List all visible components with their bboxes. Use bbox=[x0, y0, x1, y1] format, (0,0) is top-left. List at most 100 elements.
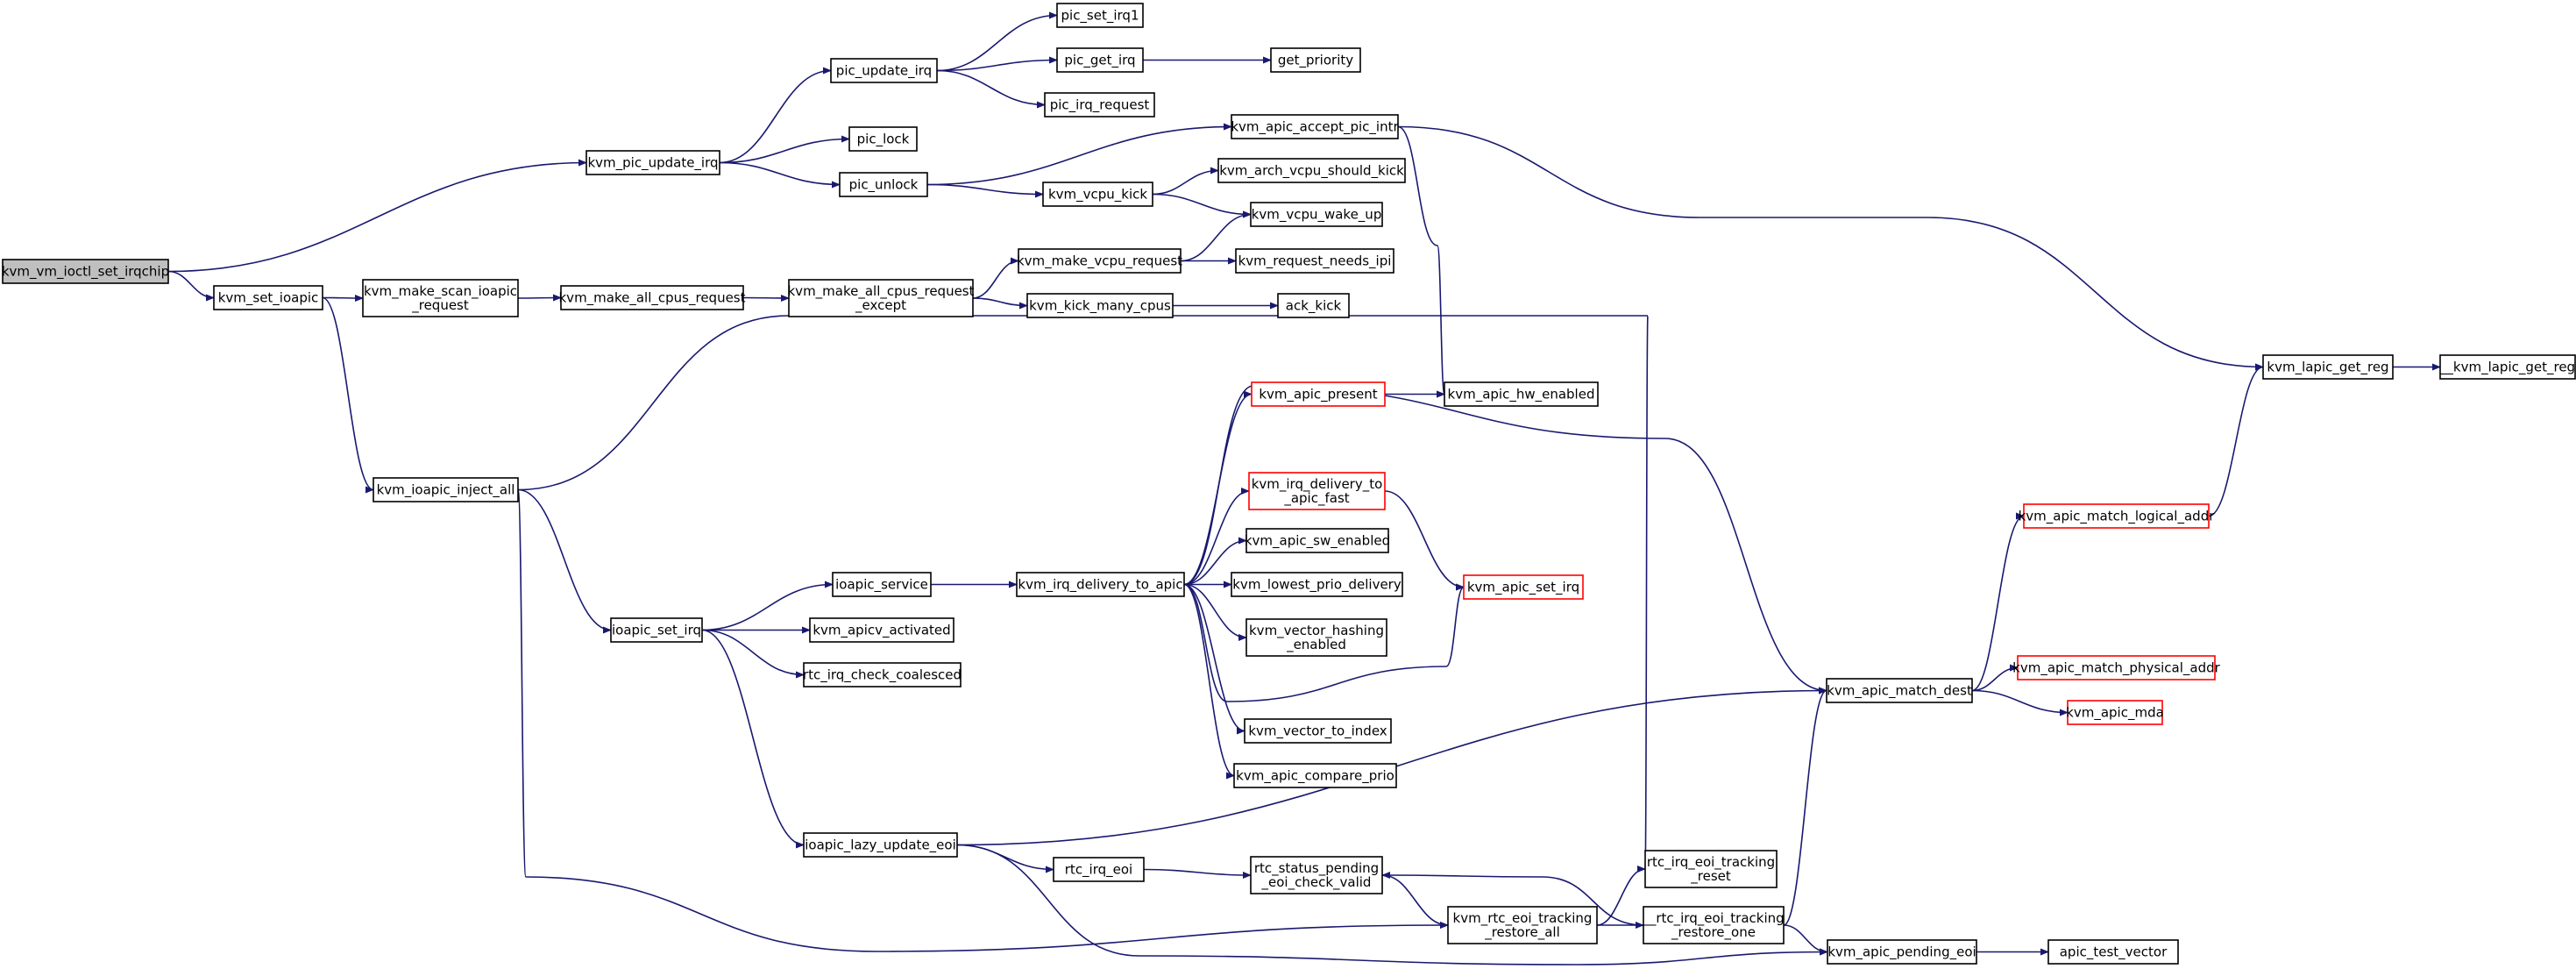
node-box bbox=[1245, 528, 1389, 553]
node-label: ack_kick bbox=[1286, 298, 1342, 315]
node-box bbox=[848, 126, 918, 152]
node-kvm_vcpu_wake_up[interactable]: kvm_vcpu_wake_up bbox=[1250, 202, 1383, 227]
node-label: pic_irq_request bbox=[1050, 97, 1150, 114]
node-__kvm_lapic_get_reg[interactable]: __kvm_lapic_get_reg bbox=[2439, 354, 2576, 380]
node-box bbox=[830, 58, 938, 83]
node-box bbox=[560, 285, 744, 310]
node-kvm_kick_many_cpus[interactable]: kvm_kick_many_cpus bbox=[1026, 293, 1174, 318]
edge-ioapic_set_irq-to-ioapic_service bbox=[701, 581, 834, 631]
node-__rtc_irq_eoi_tracking_restore_one[interactable]: __rtc_irq_eoi_tracking_restore_one bbox=[1642, 906, 1785, 944]
node-pic_get_irq[interactable]: pic_get_irq bbox=[1056, 47, 1144, 73]
node-label: rtc_irq_check_coalesced bbox=[803, 667, 962, 684]
edge-pic_update_irq-to-pic_get_irq bbox=[936, 56, 1058, 72]
node-box bbox=[1217, 158, 1406, 183]
edge-kvm_set_ioapic-to-kvm_ioapic_inject_all bbox=[322, 296, 374, 494]
node-kvm_apic_match_logical_addr[interactable]: kvm_apic_match_logical_addr bbox=[2019, 503, 2216, 529]
node-box bbox=[1042, 182, 1153, 207]
edge-ioapic_set_irq-to-ioapic_lazy_update_eoi bbox=[701, 629, 805, 849]
node-rtc_status_pending_eoi_check_valid[interactable]: rtc_status_pending_eoi_check_valid bbox=[1250, 856, 1383, 894]
edge-kvm_apic_accept_pic_intr-to-kvm_lapic_get_reg bbox=[1397, 125, 2264, 371]
node-kvm_make_vcpu_request[interactable]: kvm_make_vcpu_request bbox=[1017, 248, 1182, 274]
node-kvm_lapic_get_reg[interactable]: kvm_lapic_get_reg bbox=[2262, 354, 2394, 380]
edge-kvm_apic_match_dest-to-kvm_apic_mda bbox=[1971, 689, 2069, 716]
node-kvm_apic_set_irq[interactable]: kvm_apic_set_irq bbox=[1463, 574, 1584, 600]
edge-kvm_make_all_cpus_request-to-kvm_make_all_cpus_request_except bbox=[742, 294, 790, 302]
node-label: kvm_arch_vcpu_should_kick bbox=[1219, 163, 1404, 180]
edge-__rtc_irq_eoi_tracking_restore_one-to-kvm_apic_match_dest bbox=[1783, 687, 1827, 926]
node-kvm_apic_accept_pic_intr[interactable]: kvm_apic_accept_pic_intr bbox=[1231, 114, 1399, 139]
node-box bbox=[1827, 939, 1977, 965]
node-kvm_rtc_eoi_tracking_restore_all[interactable]: kvm_rtc_eoi_tracking_restore_all bbox=[1447, 906, 1598, 944]
node-label: ioapic_lazy_update_eoi bbox=[805, 837, 956, 854]
node-get_priority[interactable]: get_priority bbox=[1270, 47, 1361, 73]
node-kvm_apic_sw_enabled[interactable]: kvm_apic_sw_enabled bbox=[1245, 528, 1390, 553]
node-kvm_ioapic_inject_all[interactable]: kvm_ioapic_inject_all bbox=[373, 477, 519, 502]
node-box bbox=[1053, 857, 1145, 882]
node-kvm_apic_compare_prio[interactable]: kvm_apic_compare_prio bbox=[1233, 763, 1397, 788]
node-ioapic_service[interactable]: ioapic_service bbox=[832, 572, 932, 597]
node-kvm_vcpu_kick[interactable]: kvm_vcpu_kick bbox=[1042, 182, 1153, 207]
node-rtc_irq_eoi_tracking_reset[interactable]: rtc_irq_eoi_tracking_reset bbox=[1644, 850, 1778, 888]
node-pic_set_irq1[interactable]: pic_set_irq1 bbox=[1056, 3, 1144, 28]
node-kvm_apicv_activated[interactable]: kvm_apicv_activated bbox=[809, 617, 954, 643]
node-label: pic_lock bbox=[857, 132, 910, 148]
node-kvm_pic_update_irq[interactable]: kvm_pic_update_irq bbox=[585, 150, 720, 175]
node-apic_test_vector[interactable]: apic_test_vector bbox=[2047, 939, 2179, 965]
node-ack_kick[interactable]: ack_kick bbox=[1277, 293, 1350, 318]
node-label: rtc_irq_eoi bbox=[1065, 862, 1132, 879]
node-box bbox=[1018, 248, 1182, 274]
edge-kvm_make_all_cpus_request_except-to-kvm_make_vcpu_request bbox=[972, 257, 1019, 299]
node-label: _apic_fast bbox=[1283, 490, 1349, 507]
node-kvm_make_all_cpus_request[interactable]: kvm_make_all_cpus_request bbox=[559, 285, 746, 310]
node-box bbox=[788, 279, 974, 317]
node-label: _enabled bbox=[1286, 637, 1346, 653]
node-box bbox=[2023, 503, 2210, 529]
node-ioapic_lazy_update_eoi[interactable]: ioapic_lazy_update_eoi bbox=[803, 832, 958, 858]
edge-kvm_set_ioapic-to-kvm_make_scan_ioapic_request bbox=[322, 294, 364, 302]
node-kvm_apic_match_dest[interactable]: kvm_apic_match_dest bbox=[1826, 678, 1973, 703]
node-kvm_vector_hashing_enabled[interactable]: kvm_vector_hashing_enabled bbox=[1245, 618, 1387, 657]
edge-kvm_rtc_eoi_tracking_restore_all-to-rtc_irq_eoi_tracking_reset bbox=[1596, 866, 1646, 926]
node-pic_update_irq[interactable]: pic_update_irq bbox=[830, 58, 938, 83]
node-label: kvm_apic_pending_eoi bbox=[1827, 944, 1976, 961]
node-ioapic_set_irq[interactable]: ioapic_set_irq bbox=[610, 617, 703, 643]
node-rtc_irq_eoi[interactable]: rtc_irq_eoi bbox=[1053, 857, 1145, 882]
node-kvm_arch_vcpu_should_kick[interactable]: kvm_arch_vcpu_should_kick bbox=[1217, 158, 1406, 183]
edge-kvm_irq_delivery_to_apic-to-kvm_apic_match_dest bbox=[1183, 385, 1827, 695]
node-label: kvm_lowest_prio_delivery bbox=[1232, 577, 1402, 594]
node-kvm_irq_delivery_to_apic_fast[interactable]: kvm_irq_delivery_to_apic_fast bbox=[1248, 472, 1386, 510]
node-pic_irq_request[interactable]: pic_irq_request bbox=[1044, 92, 1155, 118]
node-kvm_make_all_cpus_request_except[interactable]: kvm_make_all_cpus_request_except bbox=[788, 279, 975, 317]
node-kvm_apic_present[interactable]: kvm_apic_present bbox=[1251, 381, 1386, 407]
node-label: kvm_rtc_eoi_tracking bbox=[1453, 910, 1593, 927]
node-kvm_apic_hw_enabled[interactable]: kvm_apic_hw_enabled bbox=[1444, 381, 1599, 407]
node-box bbox=[213, 285, 323, 310]
node-kvm_request_needs_ipi[interactable]: kvm_request_needs_ipi bbox=[1235, 248, 1394, 274]
node-label: pic_unlock bbox=[849, 177, 919, 194]
node-kvm_make_scan_ioapic_request[interactable]: kvm_make_scan_ioapic_request bbox=[362, 279, 519, 317]
node-box bbox=[2067, 700, 2163, 725]
edge-kvm_ioapic_inject_all-to-rtc_irq_eoi_tracking_reset bbox=[517, 315, 1654, 870]
edge-rtc_irq_eoi-to-rtc_status_pending_eoi_check_valid bbox=[1143, 868, 1252, 879]
node-label: get_priority bbox=[1278, 53, 1353, 69]
node-label: kvm_ioapic_inject_all bbox=[377, 482, 515, 499]
node-kvm_apic_mda[interactable]: kvm_apic_mda bbox=[2066, 700, 2164, 725]
node-label: _restore_one bbox=[1671, 924, 1756, 941]
node-kvm_irq_delivery_to_apic[interactable]: kvm_irq_delivery_to_apic bbox=[1016, 572, 1185, 597]
edge-kvm_apic_match_dest-to-kvm_apic_match_physical_addr bbox=[1971, 664, 2019, 692]
node-kvm_vector_to_index[interactable]: kvm_vector_to_index bbox=[1244, 718, 1392, 744]
node-kvm_vm_ioctl_set_irqchip[interactable]: kvm_vm_ioctl_set_irqchip bbox=[2, 259, 169, 284]
node-rtc_irq_check_coalesced[interactable]: rtc_irq_check_coalesced bbox=[803, 662, 962, 688]
node-label: _eoi_check_valid bbox=[1261, 874, 1372, 891]
node-box bbox=[1231, 114, 1399, 139]
node-kvm_lowest_prio_delivery[interactable]: kvm_lowest_prio_delivery bbox=[1231, 572, 1403, 597]
node-kvm_apic_pending_eoi[interactable]: kvm_apic_pending_eoi bbox=[1827, 939, 1977, 965]
node-kvm_set_ioapic[interactable]: kvm_set_ioapic bbox=[213, 285, 323, 310]
node-pic_lock[interactable]: pic_lock bbox=[848, 126, 918, 152]
node-pic_unlock[interactable]: pic_unlock bbox=[839, 172, 928, 197]
edge-kvm_pic_update_irq-to-pic_update_irq bbox=[719, 67, 832, 164]
edge-pic_unlock-to-kvm_apic_accept_pic_intr bbox=[926, 123, 1232, 186]
node-label: pic_get_irq bbox=[1064, 53, 1135, 69]
node-box bbox=[2439, 354, 2576, 380]
node-kvm_apic_match_physical_addr[interactable]: kvm_apic_match_physical_addr bbox=[2012, 655, 2221, 680]
